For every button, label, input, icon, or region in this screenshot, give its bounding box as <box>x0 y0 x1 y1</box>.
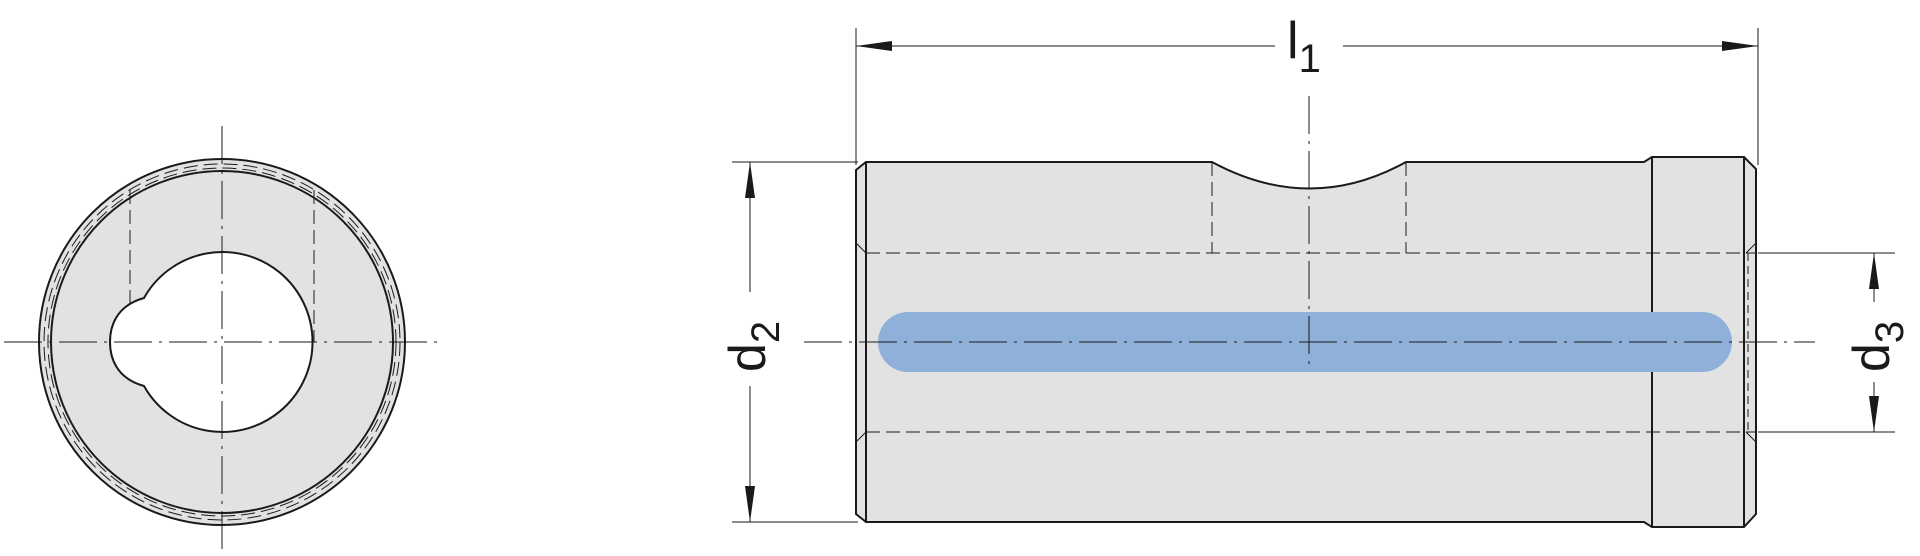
bore-chamfer-right-bottom <box>1745 431 1757 443</box>
side-view: l1 d2 d3 <box>719 12 1912 528</box>
dim-label-length-sub: 1 <box>1299 37 1321 81</box>
dim-label-bore-diameter: d3 <box>1843 321 1912 372</box>
bore-chamfer-left-top <box>855 242 867 254</box>
dim-label-bore-diameter-sub: 3 <box>1868 321 1912 343</box>
dim-label-length: l1 <box>1287 12 1321 81</box>
bore-chamfer-left-bottom <box>855 431 867 443</box>
end-view <box>4 126 440 556</box>
bore-chamfer-right-top <box>1745 242 1757 254</box>
dim-label-outer-diameter-sub: 2 <box>744 321 788 343</box>
end-view-keyed-bore <box>108 251 314 433</box>
dim-label-outer-diameter: d2 <box>719 321 788 372</box>
